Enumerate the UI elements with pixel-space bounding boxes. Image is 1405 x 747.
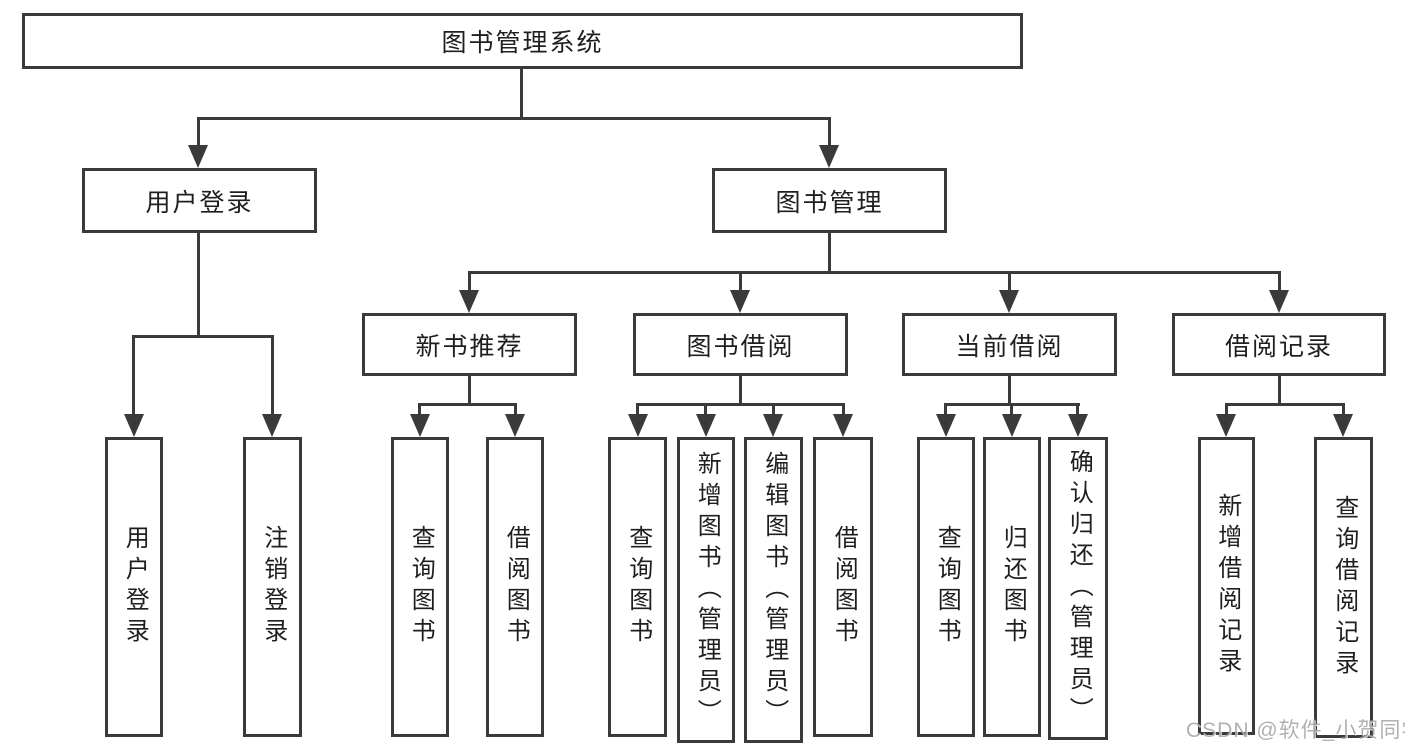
- leaf-confirm-return-admin: 确认归还（管理员）: [1048, 437, 1108, 740]
- arrowhead-leaf: [262, 414, 282, 437]
- connector-user-login-stem: [197, 233, 200, 338]
- connector-level3-drop: [739, 271, 742, 296]
- connector-leaf-drop: [704, 403, 707, 419]
- leaf-logout: 注销登录: [243, 437, 302, 737]
- arrowhead-borrowing-records: [1269, 290, 1289, 313]
- connector-leaf-drop: [944, 403, 947, 419]
- connector-rail: [418, 403, 517, 406]
- connector-level3-rail: [468, 271, 1281, 274]
- leaf-edit-books-admin: 编辑图书（管理员）: [744, 437, 803, 743]
- arrowhead-leaf: [696, 414, 716, 437]
- leaf-label: 查询图书: [407, 525, 435, 649]
- node-new-book-recommend: 新书推荐: [362, 313, 577, 376]
- arrowhead-book-management: [819, 145, 839, 168]
- leaf-user-login: 用户登录: [105, 437, 163, 737]
- node-current-borrowing: 当前借阅: [902, 313, 1117, 376]
- connector-root-stem: [520, 67, 523, 120]
- leaf-label: 借阅图书: [502, 525, 530, 649]
- arrowhead-book-borrowing: [730, 290, 750, 313]
- leaf-label: 编辑图书（管理员）: [760, 450, 788, 730]
- leaf-label: 查询图书: [624, 525, 652, 649]
- connector-level3-drop: [1008, 271, 1011, 296]
- arrowhead-leaf: [936, 414, 956, 437]
- leaf-label: 确认归还（管理员）: [1065, 449, 1093, 728]
- arrowhead-leaf: [1216, 414, 1236, 437]
- arrowhead-leaf: [124, 414, 144, 437]
- connector-stem: [1278, 376, 1281, 406]
- leaf-label: 新增图书（管理员）: [693, 450, 721, 730]
- connector-stem: [468, 376, 471, 406]
- connector-leaf-drop: [772, 403, 775, 419]
- connector-user-login-drop: [197, 117, 200, 150]
- connector-leaf-drop: [842, 403, 845, 419]
- connector-level3-drop: [1278, 271, 1281, 296]
- connector-leaf-drop: [271, 335, 274, 417]
- arrowhead-current-borrowing: [999, 290, 1019, 313]
- arrowhead-user-login: [188, 145, 208, 168]
- arrowhead-leaf: [833, 414, 853, 437]
- connector-level2-rail: [197, 117, 831, 120]
- connector-level3-drop: [468, 271, 471, 296]
- leaf-borrow-books-recommend: 借阅图书: [486, 437, 544, 737]
- arrowhead-leaf: [1333, 414, 1353, 437]
- node-user-login: 用户登录: [82, 168, 317, 233]
- leaf-query-books-recommend: 查询图书: [391, 437, 449, 737]
- leaf-return-books: 归还图书: [983, 437, 1041, 737]
- connector-leaf-drop: [1225, 403, 1228, 419]
- connector-leaf-drop: [514, 403, 517, 419]
- leaf-add-books-admin: 新增图书（管理员）: [677, 437, 735, 743]
- leaf-borrow-books-borrowing: 借阅图书: [813, 437, 873, 737]
- node-book-management: 图书管理: [712, 168, 947, 233]
- node-label: 借阅记录: [1224, 332, 1333, 361]
- arrowhead-leaf: [1068, 414, 1088, 437]
- connector-leaf-drop: [1342, 403, 1345, 419]
- leaf-label: 归还图书: [999, 525, 1027, 649]
- arrowhead-leaf: [763, 414, 783, 437]
- connector-leaf-drop: [132, 335, 135, 417]
- arrowhead-leaf: [628, 414, 648, 437]
- node-label: 当前借阅: [955, 332, 1064, 361]
- connector-leaf-drop: [1010, 403, 1013, 419]
- leaf-label: 查询借阅记录: [1330, 494, 1358, 681]
- leaf-label: 借阅图书: [830, 525, 858, 649]
- connector-leaf-drop: [636, 403, 639, 419]
- node-book-management-system: 图书管理系统: [22, 13, 1023, 69]
- connector-user-login-rail: [132, 335, 274, 338]
- connector-rail: [1225, 403, 1345, 406]
- connector-book-management-stem: [828, 233, 831, 274]
- node-label: 图书管理系统: [441, 29, 604, 57]
- connector-stem: [739, 376, 742, 406]
- connector-book-management-drop: [828, 117, 831, 150]
- node-book-borrowing: 图书借阅: [633, 313, 848, 376]
- node-label: 新书推荐: [415, 332, 524, 361]
- connector-rail: [636, 403, 845, 406]
- arrowhead-leaf: [1002, 414, 1022, 437]
- connector-leaf-drop: [1076, 403, 1079, 419]
- csdn-watermark: CSDN @软件_小贺同学: [1186, 719, 1405, 742]
- node-label: 用户登录: [145, 188, 254, 217]
- leaf-add-borrow-record: 新增借阅记录: [1198, 437, 1255, 735]
- leaf-query-books-borrowing: 查询图书: [608, 437, 667, 737]
- connector-stem: [1008, 376, 1011, 406]
- leaf-label: 新增借阅记录: [1213, 493, 1241, 679]
- arrowhead-leaf: [410, 414, 430, 437]
- leaf-label: 查询图书: [933, 525, 961, 649]
- leaf-label: 注销登录: [259, 525, 287, 649]
- leaf-query-borrow-record: 查询借阅记录: [1314, 437, 1373, 738]
- arrowhead-leaf: [505, 414, 525, 437]
- node-label: 图书管理: [775, 188, 884, 217]
- connector-leaf-drop: [418, 403, 421, 419]
- node-label: 图书借阅: [686, 332, 795, 361]
- node-borrowing-records: 借阅记录: [1172, 313, 1386, 376]
- leaf-label: 用户登录: [121, 525, 149, 649]
- arrowhead-new-book-recommend: [459, 290, 479, 313]
- leaf-query-books-current: 查询图书: [917, 437, 975, 737]
